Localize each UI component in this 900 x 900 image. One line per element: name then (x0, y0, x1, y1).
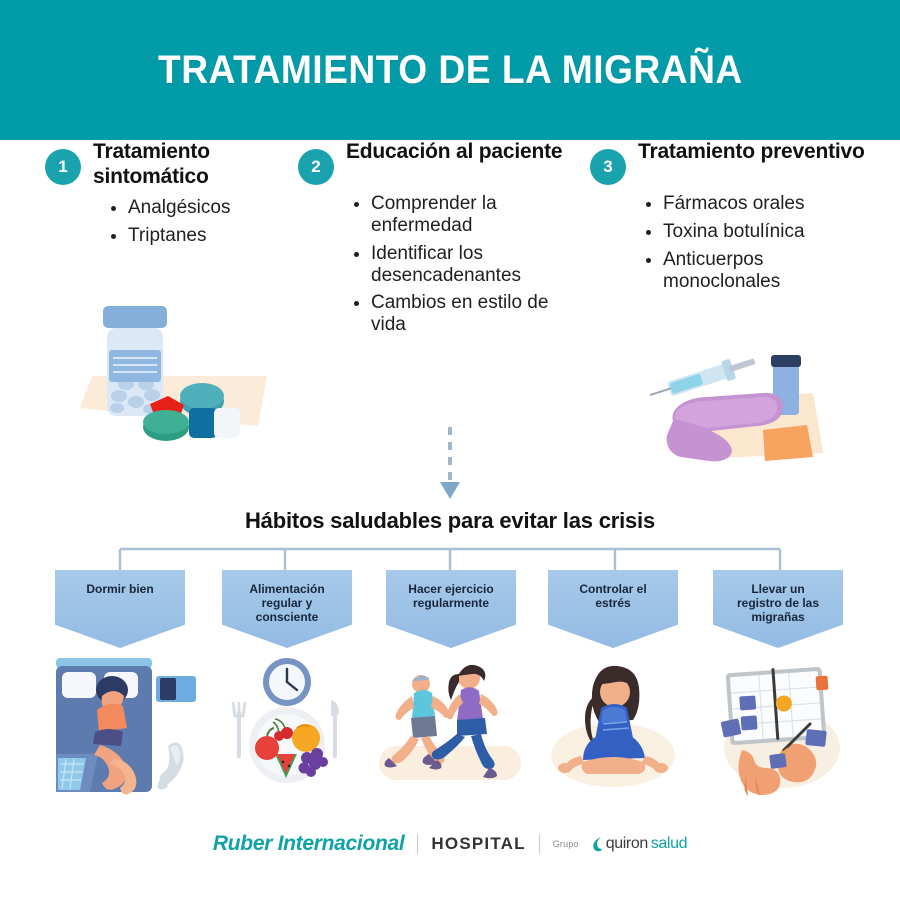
habit-label: Hacer ejercicio regularmente (408, 582, 494, 611)
logo-divider-2 (538, 834, 540, 854)
clock-plate-fruit-illustration (231, 658, 339, 783)
column-title-2: Educación al paciente (346, 140, 563, 163)
habit-badge: Alimentación regular y consciente (222, 570, 352, 648)
logo-divider-1 (417, 834, 419, 854)
habit-card-nutrition[interactable]: Alimentación regular y consciente (207, 570, 367, 805)
runner-male (384, 675, 450, 770)
hospital-label: HOSPITAL (431, 834, 526, 853)
grupo-label: Grupo (552, 839, 579, 849)
page-title: TRATAMIENTO DE LA MIGRAÑA (157, 47, 743, 92)
quiron-text: quiron (605, 835, 648, 852)
runner-female (422, 664, 498, 779)
habits-connector-bracket (118, 547, 782, 570)
treatment-column-3: 3 Tratamiento preventivo Fármacos orales… (590, 140, 880, 298)
habits-section-heading: Hábitos saludables para evitar las crisi… (244, 508, 655, 533)
syringe-vial-illustration (649, 355, 823, 462)
column-header-1: 1 Tratamiento sintomático (45, 140, 295, 189)
pill-jar-illustration (80, 306, 267, 441)
step-number-badge-3: 3 (590, 149, 626, 185)
column-header-2: 2 Educación al paciente (298, 140, 568, 185)
footer-logo-bar: Ruber Internacional HOSPITAL Grupo quiro… (0, 832, 900, 856)
column-bullets-2: Comprender la enfermedad Identificar los… (354, 193, 568, 336)
habit-card-journal[interactable]: Llevar un registro de las migrañas (698, 570, 858, 805)
list-item: Fármacos orales (646, 193, 880, 215)
list-item: Identificar los desencadenantes (354, 243, 568, 287)
list-item: Cambios en estilo de vida (354, 292, 568, 336)
list-item: Comprender la enfermedad (354, 193, 568, 237)
habit-card-exercise[interactable]: Hacer ejercicio regularmente (371, 570, 531, 805)
hands-writing-planner-illustration (720, 667, 840, 796)
sleeping-in-bed-illustration (56, 658, 196, 795)
quironsalud-leaf-icon (592, 836, 602, 851)
list-item: Toxina botulínica (646, 221, 880, 243)
habit-label: Dormir bien (86, 582, 154, 596)
step-number-badge-2: 2 (298, 149, 334, 185)
habit-badge: Llevar un registro de las migrañas (713, 570, 843, 648)
habit-label: Alimentación regular y consciente (249, 582, 325, 625)
step-number-badge-1: 1 (45, 149, 81, 185)
habit-badge: Controlar el estrés (548, 570, 678, 648)
habit-badge: Dormir bien (55, 570, 185, 648)
column-header-3: 3 Tratamiento preventivo (590, 140, 880, 185)
list-item: Anticuerpos monoclonales (646, 249, 880, 293)
habits-row: Dormir bien (0, 570, 900, 810)
treatment-column-1: 1 Tratamiento sintomático Analgésicos Tr… (45, 140, 295, 253)
column-bullets-1: Analgésicos Triptanes (111, 197, 295, 247)
dashed-down-arrow-icon (440, 427, 460, 499)
habit-card-sleep[interactable]: Dormir bien (40, 570, 200, 805)
column-title-1: Tratamiento sintomático (93, 140, 210, 188)
habit-badge: Hacer ejercicio regularmente (386, 570, 516, 648)
habit-card-stress[interactable]: Controlar el estrés (533, 570, 693, 805)
two-runners-illustration (379, 664, 521, 780)
treatment-column-2: 2 Educación al paciente Comprender la en… (298, 140, 568, 342)
habit-label: Controlar el estrés (579, 582, 647, 611)
column-bullets-3: Fármacos orales Toxina botulínica Anticu… (646, 193, 880, 292)
ruber-internacional-logo: Ruber Internacional (212, 832, 405, 855)
habit-label: Llevar un registro de las migrañas (736, 582, 820, 625)
list-item: Triptanes (111, 225, 295, 247)
page-header: TRATAMIENTO DE LA MIGRAÑA (0, 0, 900, 140)
salud-text: salud (650, 835, 688, 852)
column-title-3: Tratamiento preventivo (638, 140, 865, 163)
list-item: Analgésicos (111, 197, 295, 219)
treatment-columns: 1 Tratamiento sintomático Analgésicos Tr… (0, 140, 900, 462)
meditating-woman-illustration (551, 665, 675, 787)
